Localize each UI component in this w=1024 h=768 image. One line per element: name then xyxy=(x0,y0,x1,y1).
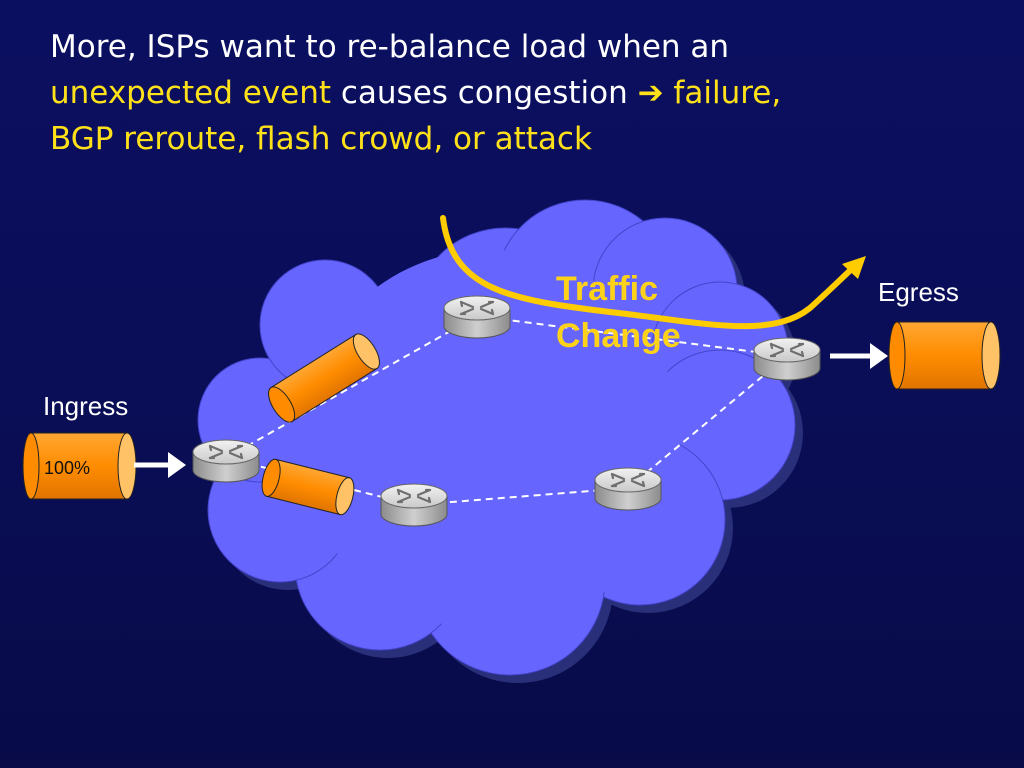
ingress-pipe xyxy=(22,432,137,500)
traffic-arrowhead-icon xyxy=(842,256,866,279)
title-highlight-unexpected-event: unexpected event xyxy=(50,75,332,111)
pipe-upper xyxy=(268,333,380,423)
router-top-icon xyxy=(442,294,512,340)
title-line-1: More, ISPs want to re-balance load when … xyxy=(50,29,730,65)
traffic-label-line-1: Traffic xyxy=(556,270,658,308)
egress-label: Egress xyxy=(878,277,959,307)
router-bottom-icon xyxy=(379,482,449,528)
title-line-3: BGP reroute, flash crowd, or attack xyxy=(50,121,592,157)
title-arrow-icon: ➔ xyxy=(637,75,664,111)
link-right-egress xyxy=(627,355,788,489)
title-mid-text: causes congestion xyxy=(331,75,638,111)
link-ingress-top xyxy=(225,315,478,459)
router-egress-icon xyxy=(752,336,822,382)
traffic-change-arrow xyxy=(440,215,859,330)
egress-pipe xyxy=(888,321,1001,390)
traffic-label-line-2: Change xyxy=(556,317,681,355)
title-highlight-failure: failure, xyxy=(663,75,782,111)
link-top-egress xyxy=(476,315,788,357)
router-ingress-icon xyxy=(191,438,261,484)
slide-title: More, ISPs want to re-balance load when … xyxy=(50,24,990,162)
ingress-arrow-icon xyxy=(134,452,186,478)
ingress-value: 100% xyxy=(44,458,90,478)
egress-arrow-icon xyxy=(830,343,888,369)
router-right-icon xyxy=(593,466,663,512)
ingress-label: Ingress xyxy=(43,391,128,421)
cloud-center xyxy=(300,250,680,630)
pipe-lower xyxy=(261,458,355,516)
